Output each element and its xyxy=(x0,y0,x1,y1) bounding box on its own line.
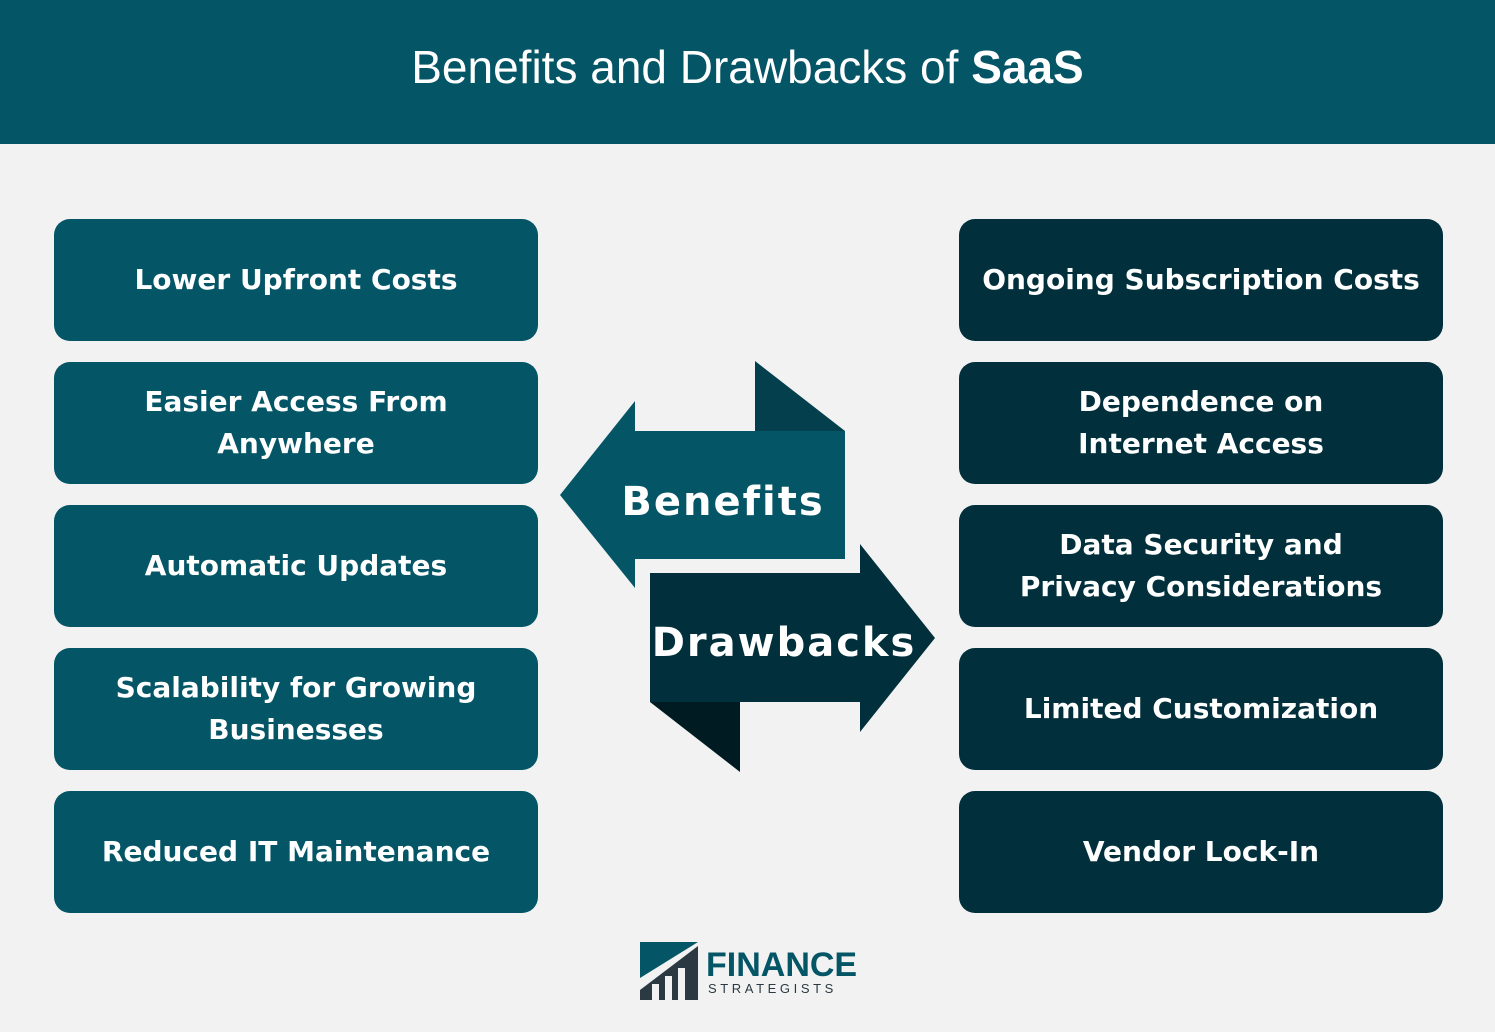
drawback-card-2: Dependence on Internet Access xyxy=(959,362,1443,484)
benefit-card-1: Lower Upfront Costs xyxy=(54,219,538,341)
title-emphasis: SaaS xyxy=(971,41,1084,93)
title-prefix: Benefits and Drawbacks of xyxy=(411,41,972,93)
benefit-card-2: Easier Access From Anywhere xyxy=(54,362,538,484)
benefits-arrow xyxy=(560,401,845,588)
page-title: Benefits and Drawbacks of SaaS xyxy=(411,40,1083,94)
logo-text-finance: FINANCE xyxy=(706,946,857,984)
logo-text-strategists: STRATEGISTS xyxy=(708,981,837,996)
benefits-arrow-label: Benefits xyxy=(621,479,824,525)
drawback-card-1: Ongoing Subscription Costs xyxy=(959,219,1443,341)
benefit-card-3: Automatic Updates xyxy=(54,505,538,627)
drawbacks-arrow-fold xyxy=(650,702,740,772)
header-banner: Benefits and Drawbacks of SaaS xyxy=(0,0,1495,144)
benefit-card-5: Reduced IT Maintenance xyxy=(54,791,538,913)
drawbacks-arrow xyxy=(650,544,935,732)
benefits-arrow-fold xyxy=(755,361,845,431)
benefit-card-4: Scalability for Growing Businesses xyxy=(54,648,538,770)
drawback-card-5: Vendor Lock-In xyxy=(959,791,1443,913)
drawback-card-4: Limited Customization xyxy=(959,648,1443,770)
logo-icon xyxy=(640,942,698,1000)
drawbacks-arrow-label: Drawbacks xyxy=(652,620,917,666)
benefits-drawbacks-arrows: Benefits Drawbacks xyxy=(560,361,935,772)
drawback-card-3: Data Security and Privacy Considerations xyxy=(959,505,1443,627)
finance-strategists-logo: FINANCE STRATEGISTS xyxy=(640,942,857,1000)
